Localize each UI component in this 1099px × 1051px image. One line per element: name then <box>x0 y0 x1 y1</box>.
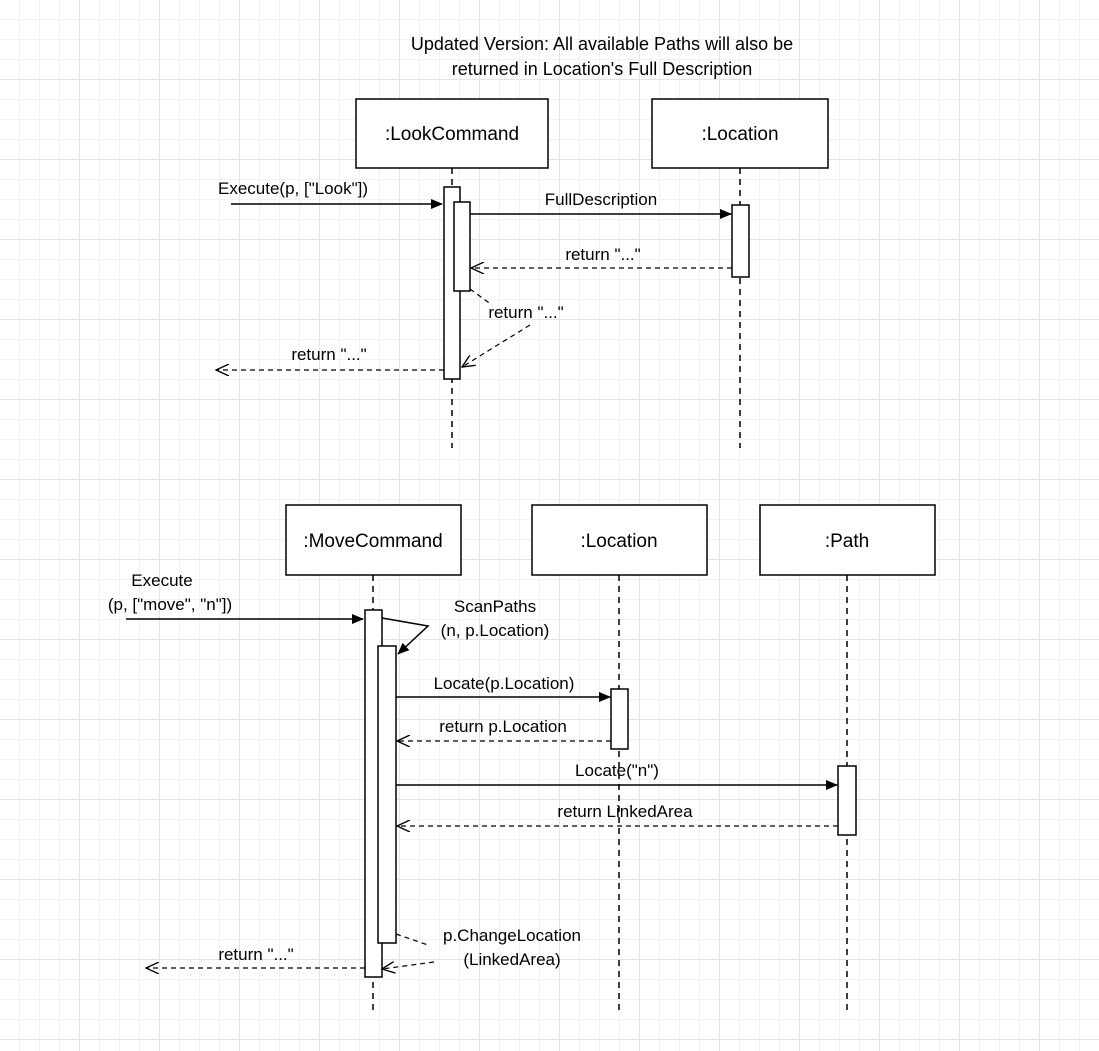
return-self-look-label: return "..." <box>488 303 563 322</box>
message-change-location-label-2: (LinkedArea) <box>463 950 560 969</box>
diagram-title-line-1: Updated Version: All available Paths wil… <box>411 34 793 54</box>
message-scan-paths-label-1: ScanPaths <box>454 597 536 616</box>
participant-location-move <box>531 504 708 576</box>
message-change-location-label-1: p.ChangeLocation <box>443 926 581 945</box>
message-execute-look-label: Execute(p, ["Look"]) <box>218 179 368 198</box>
return-full-description-label: return "..." <box>565 245 640 264</box>
participant-movecommand-label: :MoveCommand <box>303 531 442 552</box>
participant-path <box>759 504 936 576</box>
activation-location-move <box>610 688 629 750</box>
message-full-description-label: FullDescription <box>545 190 657 209</box>
participant-location-look-label: :Location <box>701 124 778 145</box>
message-execute-move-label-2: (p, ["move", "n"]) <box>108 595 232 614</box>
participant-lookcommand <box>355 98 549 169</box>
participant-movecommand <box>285 504 462 576</box>
diagram-title-line-2: returned in Location's Full Description <box>452 59 753 79</box>
return-look-out-label: return "..." <box>291 345 366 364</box>
return-move-out-label: return "..." <box>218 945 293 964</box>
return-location-label: return p.Location <box>439 717 567 736</box>
participant-path-label: :Path <box>825 531 869 552</box>
activation-location-look <box>731 204 750 278</box>
participant-location-look <box>651 98 829 169</box>
message-scan-paths-label-2: (n, p.Location) <box>441 621 550 640</box>
message-execute-move-label-1: Execute <box>131 571 192 590</box>
participant-location-move-label: :Location <box>580 531 657 552</box>
message-locate-location-label: Locate(p.Location) <box>434 674 575 693</box>
message-change-location <box>382 933 435 969</box>
message-scan-paths <box>381 617 430 655</box>
activation-movecommand-inner <box>377 645 397 944</box>
participant-lookcommand-label: :LookCommand <box>385 124 519 145</box>
activation-lookcommand-inner <box>453 201 471 292</box>
return-linked-area-label: return LinkedArea <box>557 802 693 821</box>
activation-path <box>837 765 857 836</box>
message-locate-path-label: Locate("n") <box>575 761 659 780</box>
return-self-look <box>462 288 531 367</box>
